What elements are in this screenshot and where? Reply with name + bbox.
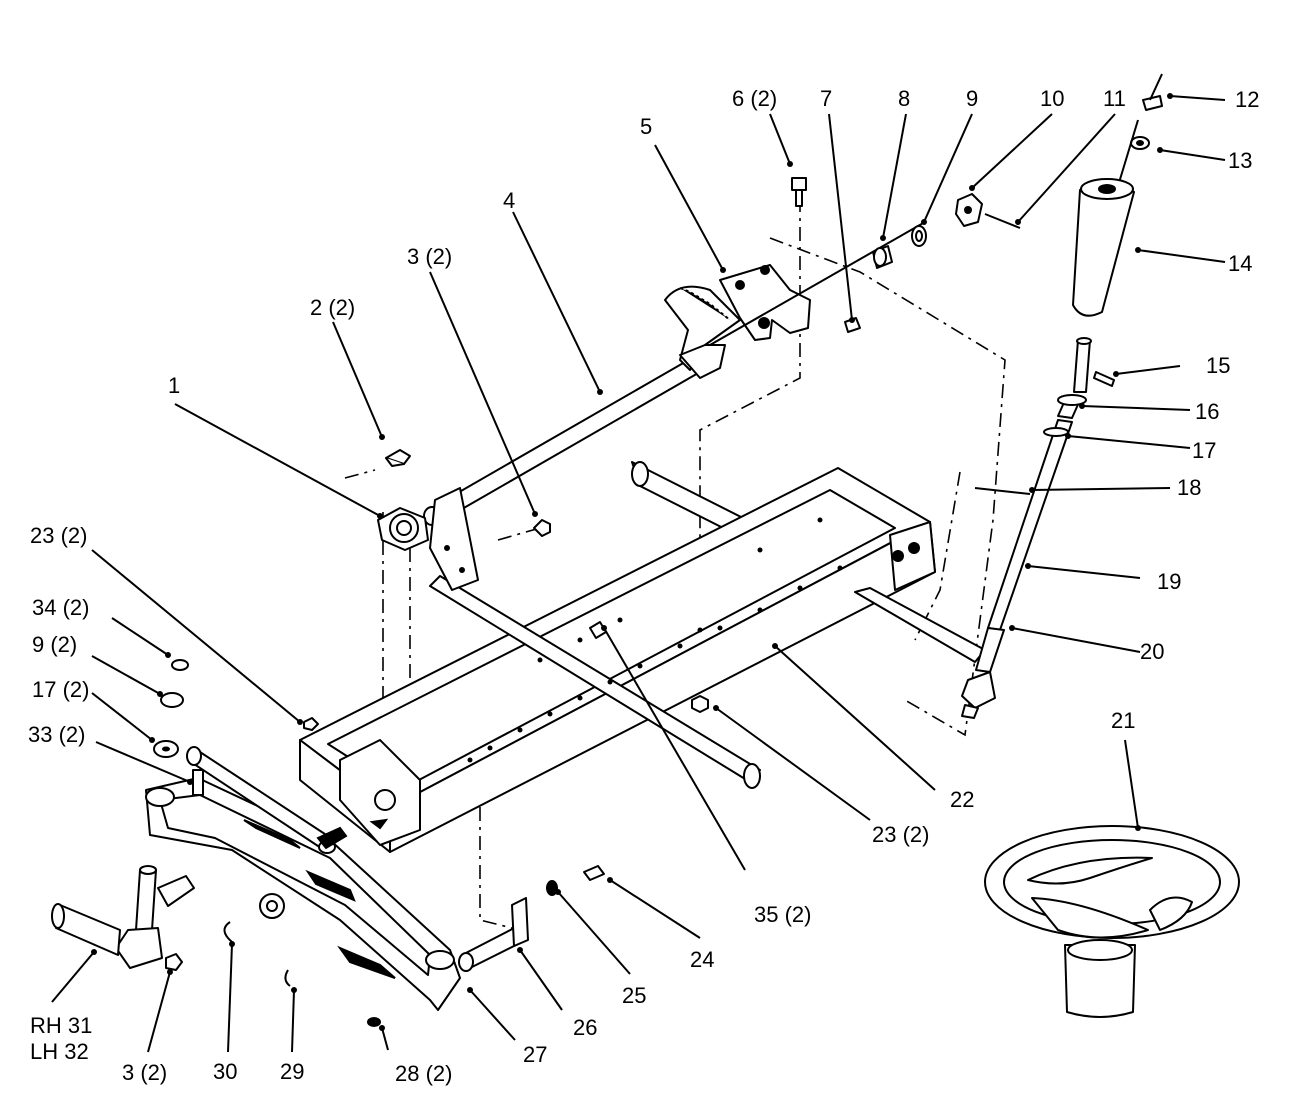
bushing-8 [872, 245, 893, 269]
label-32: LH 32 [30, 1039, 89, 1064]
label-18: 18 [1177, 475, 1201, 500]
bolt-24 [583, 865, 605, 881]
label-34: 34 (2) [32, 595, 89, 620]
label-26: 26 [573, 1015, 597, 1040]
label-9-left: 9 (2) [32, 632, 77, 657]
label-22: 22 [950, 787, 974, 812]
steering-wheel-21 [984, 825, 1240, 1018]
label-4: 4 [503, 188, 515, 213]
clip-29 [284, 969, 291, 987]
label-3-bottom: 3 (2) [122, 1060, 167, 1085]
label-17-left: 17 (2) [32, 677, 89, 702]
label-23-right: 23 (2) [872, 822, 929, 847]
pivot-bracket-26 [458, 897, 529, 972]
label-29: 29 [280, 1059, 304, 1084]
spindle-31-32 [51, 865, 195, 969]
label-7: 7 [820, 86, 832, 111]
steering-column-tube-14 [1072, 178, 1135, 317]
label-23-left: 23 (2) [30, 523, 87, 548]
label-8: 8 [898, 86, 910, 111]
sector-gear-5 [664, 264, 811, 379]
nut-23-left [303, 717, 319, 731]
leader-dots [91, 93, 1173, 1031]
frame-holes [467, 517, 843, 763]
castle-nut-10 [955, 193, 983, 227]
label-30: 30 [213, 1059, 237, 1084]
label-15: 15 [1206, 353, 1230, 378]
ring-16 [1057, 394, 1087, 406]
cotter-pin-11 [984, 213, 1021, 229]
nut-23-right [691, 695, 709, 713]
lockwasher-25 [546, 880, 558, 896]
label-25: 25 [622, 983, 646, 1008]
leader-lines [51, 95, 1226, 1053]
roll-pin-15 [1093, 371, 1115, 387]
label-17: 17 [1192, 438, 1216, 463]
steering-shaft-4 [423, 357, 701, 591]
ring-17 [1043, 427, 1069, 437]
label-24: 24 [690, 947, 714, 972]
retainer-12 [1142, 95, 1163, 111]
label-14: 14 [1228, 251, 1252, 276]
nut-3-top [533, 519, 551, 537]
bolt-2 [385, 449, 411, 467]
front-axle-27 [145, 777, 461, 1011]
label-12: 12 [1235, 87, 1259, 112]
label-3-top: 3 (2) [407, 244, 452, 269]
label-5: 5 [640, 114, 652, 139]
drag-link [186, 746, 348, 854]
label-33: 33 (2) [28, 722, 85, 747]
pin-18 [974, 487, 1031, 495]
washer-stack [153, 659, 204, 796]
label-19: 19 [1157, 569, 1181, 594]
frame-rail-22 [299, 461, 986, 853]
label-13: 13 [1228, 148, 1252, 173]
label-11: 11 [1103, 86, 1126, 111]
label-20: 20 [1140, 639, 1164, 664]
nut-3-bottom [165, 953, 183, 971]
label-21: 21 [1111, 708, 1135, 733]
washer-9 [911, 225, 927, 247]
label-16: 16 [1195, 399, 1219, 424]
label-1: 1 [168, 373, 180, 398]
pinion-shaft-line [709, 221, 926, 346]
label-27: 27 [523, 1042, 547, 1067]
clip-30 [223, 921, 233, 943]
grease-fitting-28 [367, 1017, 381, 1027]
label-31: RH 31 [30, 1013, 92, 1038]
label-9: 9 [966, 86, 978, 111]
label-35: 35 (2) [754, 902, 811, 927]
label-28: 28 (2) [395, 1061, 452, 1086]
washer-13 [1130, 136, 1150, 150]
flange-bearing-1 [377, 507, 429, 551]
bolt-6 [791, 177, 807, 207]
label-10: 10 [1040, 86, 1064, 111]
shaft-centerline-top [1117, 73, 1163, 187]
label-6: 6 (2) [732, 86, 777, 111]
callout-labels: 1 2 (2) 3 (2) 4 5 6 (2) 7 8 9 10 11 12 1… [28, 86, 1259, 1086]
steering-shaft-19 [961, 337, 1092, 719]
label-2: 2 (2) [310, 295, 355, 320]
